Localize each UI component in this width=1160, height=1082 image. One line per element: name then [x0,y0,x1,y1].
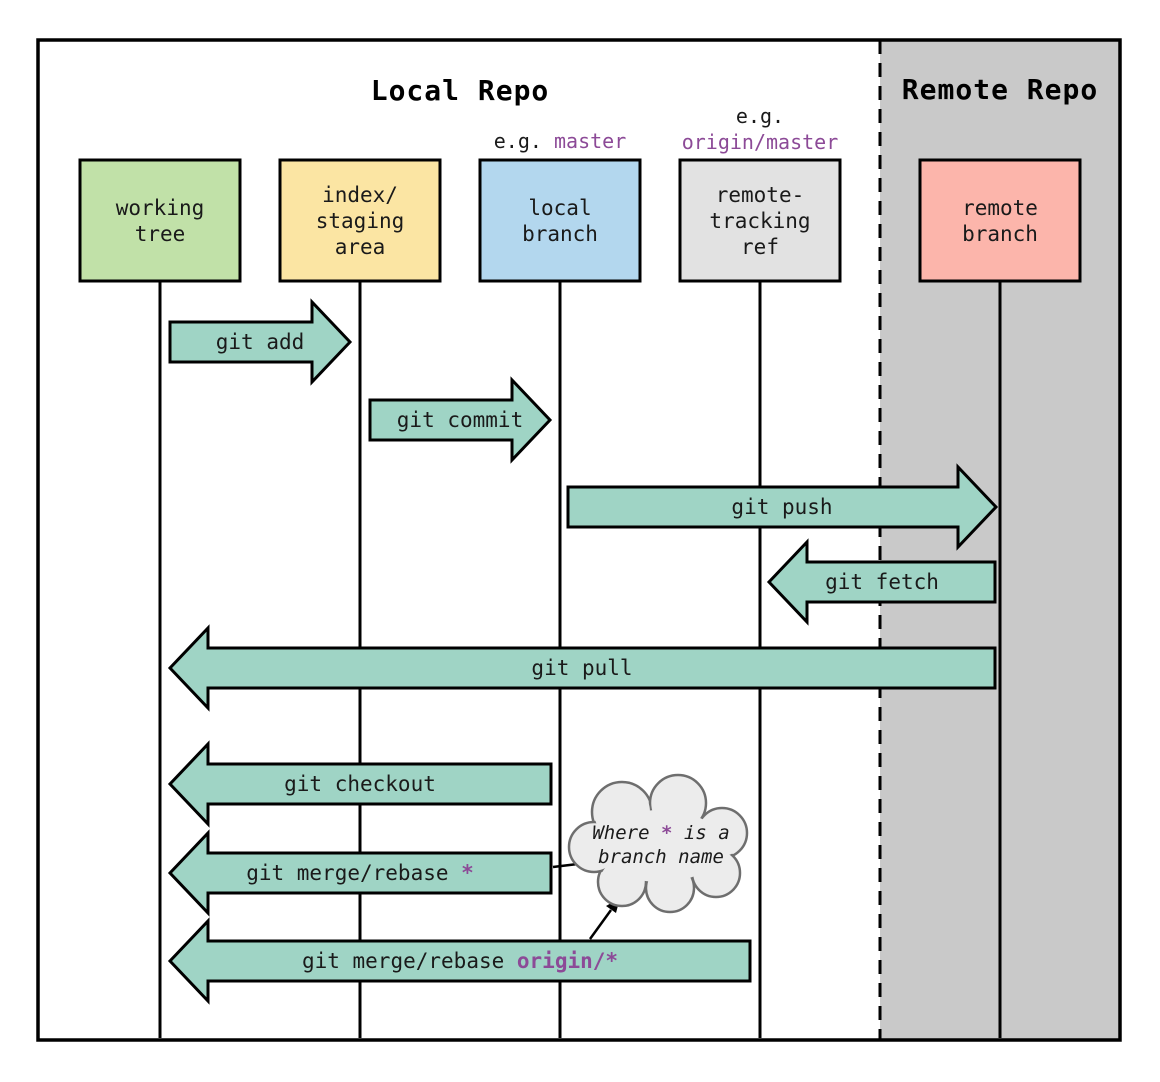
example-remote-tracking-prefix: e.g. [735,104,785,128]
arrow-git-push [566,463,999,551]
example-local-branch: e.g. master [494,128,626,154]
example-remote-tracking-value: origin/master [681,130,839,154]
local-branch-box [478,158,642,283]
cloud-note-prefix: Where [592,822,661,844]
git-push-label: git push [731,495,833,519]
git-merge-rebase-origin-value: origin/* [516,949,619,973]
arrow-git-commit [368,376,553,464]
git-commit-label: git commit [396,408,524,432]
remote-branch-label: remote branch [962,196,1038,246]
index-staging-box [278,158,442,283]
arrow-git-checkout [167,740,553,828]
diagram-border [36,38,1122,1042]
arrow-git-fetch [766,538,997,626]
remote-repo-title: Remote Repo [901,73,1099,106]
cloud-note-line2: branch name [598,846,724,868]
arrow-git-pull [167,624,997,712]
git-merge-rebase-star: * [461,861,474,885]
git-merge-rebase-text: git merge/rebase [246,861,462,885]
remote-tracking-ref-box [678,158,842,283]
git-pull-label: git pull [531,656,633,680]
example-local-branch-prefix: e.g. [493,129,554,153]
remote-branch-box [918,158,1082,283]
arrow-git-merge-rebase [167,829,553,917]
example-remote-tracking: e.g.origin/master [682,103,839,155]
example-local-branch-value: master [553,129,627,153]
arrow-git-add [168,298,353,386]
local-repo-title: Local Repo [370,74,550,107]
working-tree-box [78,158,242,283]
arrow-git-merge-rebase-origin [167,917,752,1005]
cloud-note-star: * [660,822,673,844]
git-merge-rebase-origin-label: git merge/rebase origin/* [302,948,618,974]
local-branch-label: local branch [522,196,598,246]
git-fetch-label: git fetch [825,570,939,594]
cloud-callout [567,773,749,914]
cloud-connector-line-2 [588,909,613,940]
git-add-label: git add [215,330,305,354]
git-merge-rebase-origin-text: git merge/rebase [301,949,517,973]
git-merge-rebase-label: git merge/rebase * [246,860,474,886]
git-checkout-label: git checkout [284,772,436,796]
remote-tracking-ref-label: remote- tracking ref [709,183,811,259]
index-staging-label: index/ staging area [315,183,405,259]
working-tree-label: working tree [115,196,205,246]
cloud-note-suffix: is a [672,822,730,844]
